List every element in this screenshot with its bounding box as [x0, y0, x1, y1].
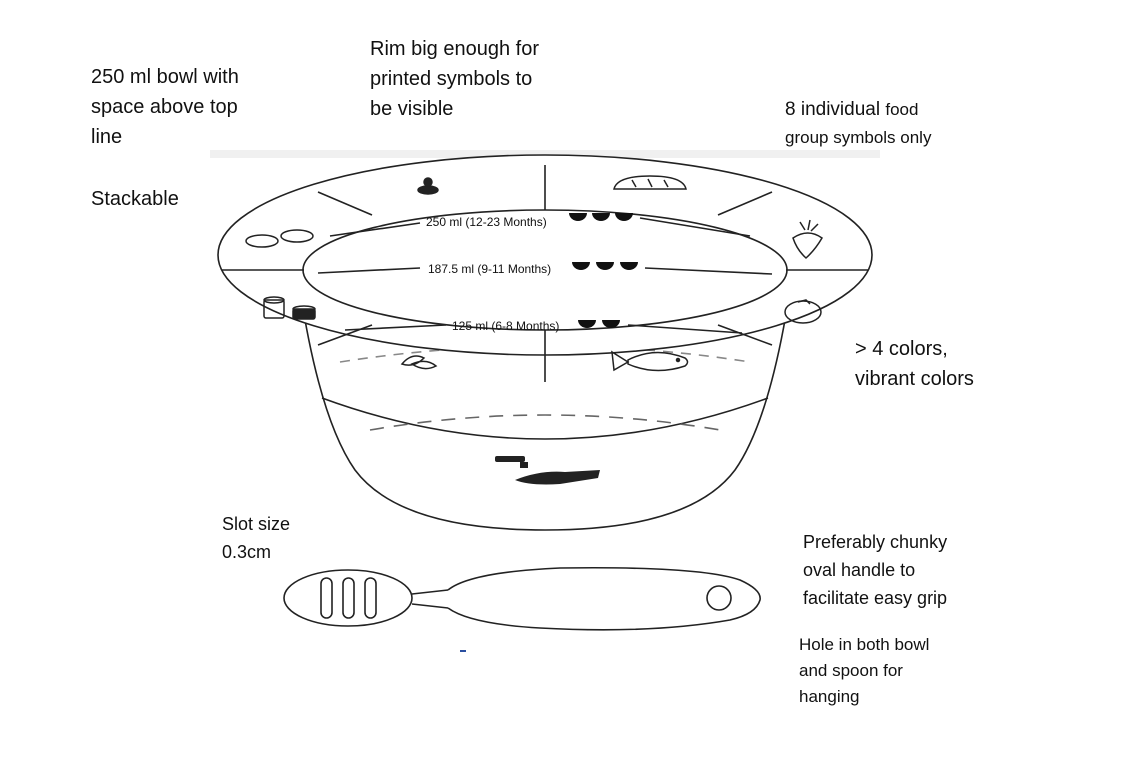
spoon-hanging-hole [706, 585, 732, 611]
mini-bowl-icon [596, 262, 614, 270]
blue-mark [460, 650, 466, 652]
annotation-food-symbols-rest: food group symbols only [785, 100, 932, 147]
level-label-250: 250 ml (12-23 Months) [426, 215, 547, 229]
rim-divider [717, 191, 773, 216]
annotation-food-symbols-main: 8 individual [785, 99, 886, 120]
leafy-vegetable-icon [400, 355, 438, 370]
annotation-handle: Preferably chunky oval handle to facilit… [803, 532, 948, 608]
fruit-icon [784, 299, 822, 324]
bowl-inner-dashed [369, 414, 721, 431]
handwash-icon [495, 456, 600, 485]
mini-bowl-icon [578, 320, 596, 328]
level-label-125: 125 ml (6-8 Months) [452, 319, 559, 333]
level-line-250-right [639, 217, 751, 237]
spoon-handle [447, 566, 761, 631]
mini-bowl-icon [620, 262, 638, 270]
spoon-neck [411, 589, 449, 609]
fish-icon [611, 350, 689, 372]
bowl-band-lower [321, 397, 769, 440]
spoon-head [283, 569, 413, 627]
annotation-stackable: Stackable [91, 188, 179, 210]
spoon-slot [320, 577, 333, 619]
level-label-187: 187.5 ml (9-11 Months) [428, 262, 551, 276]
level-line-250-left [329, 222, 421, 237]
level-line-125-right [627, 324, 743, 334]
carrot-icon [792, 219, 823, 260]
rim-divider [317, 191, 373, 216]
legumes-icon [417, 177, 439, 195]
spoon-slot [364, 577, 377, 619]
spoon [283, 566, 761, 631]
mini-bowl-icon [592, 213, 610, 221]
annotation-hole: Hole in both bowl and spoon for hanging [799, 635, 930, 706]
dairy-icon [263, 296, 316, 320]
bread-icon [613, 175, 687, 190]
level-line-187-right [644, 267, 773, 275]
mini-bowl-icon [572, 262, 590, 270]
top-band [210, 150, 880, 158]
level-line-187-left [317, 267, 421, 274]
mini-bowl-icon [602, 320, 620, 328]
spoon-slot [342, 577, 355, 619]
annotation-colors: > 4 colors, vibrant colors [855, 338, 974, 390]
bowl-body [299, 289, 791, 531]
annotation-rim: Rim big enough for printed symbols to be… [370, 38, 539, 120]
annotation-food-symbols: 8 individual food group symbols only [785, 96, 931, 152]
mini-bowl-icon [569, 213, 587, 221]
mini-bowl-icon [615, 213, 633, 221]
annotation-slot-size: Slot size 0.3cm [222, 514, 291, 562]
level-line-125-left [344, 324, 447, 331]
annotation-bowl-volume: 250 ml bowl with space above top line [91, 66, 239, 148]
eggs-icon [245, 229, 314, 248]
rim-divider [717, 324, 773, 346]
